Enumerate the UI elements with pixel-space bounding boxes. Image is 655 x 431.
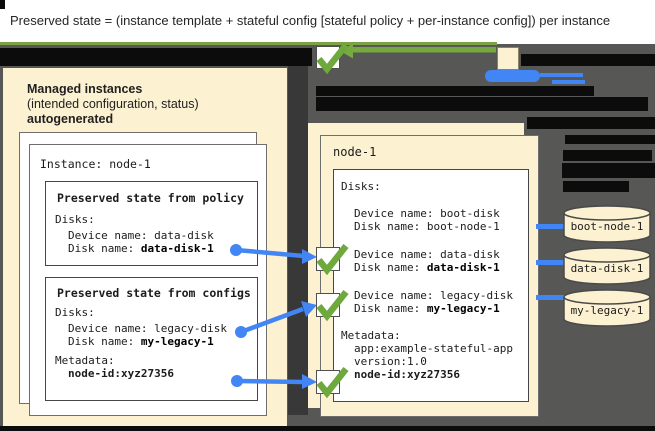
metadata-version: version:1.0 [354,355,427,368]
policy-disks-label: Disks: [55,213,95,226]
redaction-bar [563,181,629,192]
redaction-bar [527,117,655,129]
preserved-state-policy-box [45,181,258,266]
data-disk-name: Disk name: data-disk-1 [354,261,500,274]
template-mini-box [497,47,519,70]
disk-cylinder-icon [562,246,652,286]
node-metadata-label: Metadata: [341,329,401,342]
panel-gutter [288,66,308,415]
title-bar [0,0,655,44]
redaction-bar [563,150,652,161]
checkmark-icon [316,366,349,399]
node-disks-label: Disks: [341,180,381,193]
green-connector-line [0,42,497,45]
disk-cylinder-label: data-disk-1 [570,262,644,275]
redaction-bar [562,163,655,178]
configs-disk-name: Disk name: my-legacy-1 [68,335,214,348]
green-arrow [340,43,496,59]
boot-disk-name: Disk name: boot-node-1 [354,220,500,233]
node-title: node-1 [333,145,377,159]
disk-connector-line [536,260,564,265]
disk-cylinder-icon [562,288,652,328]
checkmark-icon [316,289,349,322]
checkmark-icon [316,42,349,75]
metadata-node-id: node-id:xyz27356 [354,368,460,381]
metadata-app: app:example-stateful-app [354,342,513,355]
blue-connector-pill [485,70,540,82]
configs-metadata-label: Metadata: [55,354,115,367]
managed-instances-heading: Managed instances [27,82,143,96]
page-title: Preserved state = (instance template + s… [10,13,611,28]
configs-device-name: Device name: legacy-disk [68,322,227,335]
redaction-bar [0,48,312,66]
policy-disk-name: Disk name: data-disk-1 [68,242,214,255]
checkmark-icon [316,243,349,276]
disk-connector-line [536,295,564,300]
disk-cylinder-icon [562,204,652,244]
redaction-bar [316,97,648,111]
node-disks-box [333,169,529,402]
instance-name-label: Instance: node-1 [40,157,151,171]
redaction-bar [565,135,655,144]
redaction-bar [0,426,655,431]
disk-cylinder-label: boot-node-1 [570,220,644,233]
configs-node-id: node-id:xyz27356 [68,367,174,380]
boot-device-name: Device name: boot-disk [354,207,500,220]
managed-instances-subheading: (intended configuration, status) [27,97,199,111]
configs-box-title: Preserved state from configs [57,286,251,300]
redaction-bar [0,0,5,9]
autogenerated-label: autogenerated [27,112,114,126]
disk-connector-line [536,224,564,229]
configs-disks-label: Disks: [55,306,95,319]
policy-box-title: Preserved state from policy [57,191,244,205]
legacy-disk-name: Disk name: my-legacy-1 [354,302,500,315]
data-device-name: Device name: data-disk [354,248,500,261]
preserved-state-configs-box [45,277,258,401]
redaction-bar [521,54,655,66]
disk-cylinder-label: my-legacy-1 [570,304,644,317]
blue-connector-line [540,73,583,77]
redaction-bar [316,86,594,96]
blue-connector-line [552,80,585,84]
legacy-device-name: Device name: legacy-disk [354,289,513,302]
policy-device-name: Device name: data-disk [68,229,214,242]
